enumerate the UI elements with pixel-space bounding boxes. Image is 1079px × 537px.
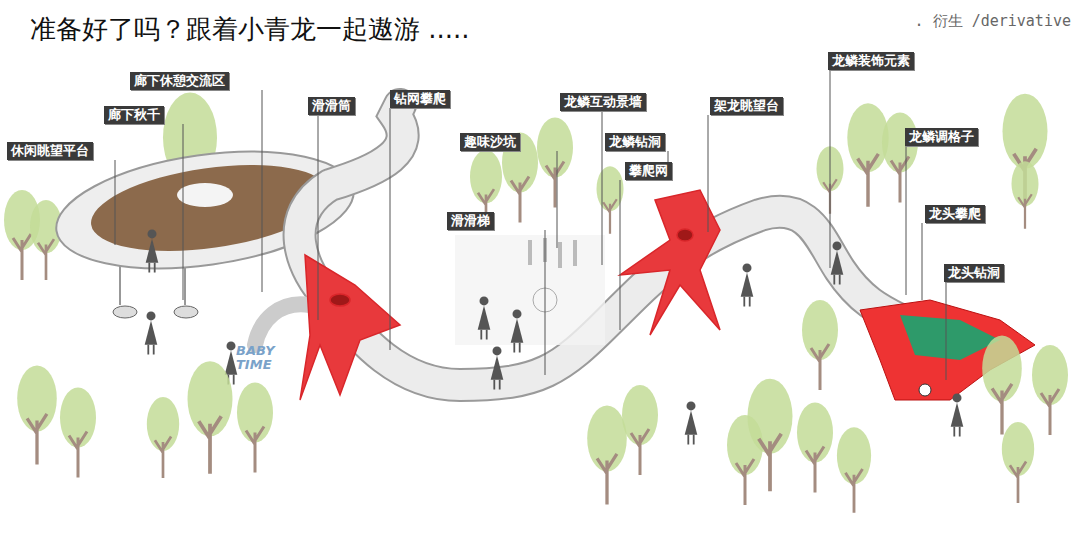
tree xyxy=(837,427,871,513)
tree xyxy=(237,383,273,473)
tree xyxy=(60,388,96,478)
tree xyxy=(30,200,62,280)
callout-label: 龙鳞钻洞 xyxy=(605,133,665,151)
callout-text: 龙鳞钻洞 xyxy=(609,134,661,149)
callout-label: 龙鳞装饰元素 xyxy=(828,52,914,70)
callout-text: 龙鳞互动景墙 xyxy=(564,94,642,109)
callout-text: 钻网攀爬 xyxy=(394,91,446,106)
tree xyxy=(597,166,624,234)
callout-label: 龙鳞互动景墙 xyxy=(560,93,646,111)
tree xyxy=(1032,345,1068,435)
callout-label: 廊下休憩交流区 xyxy=(130,72,229,90)
callout-text: 龙鳞调格子 xyxy=(909,129,974,144)
tree xyxy=(188,361,233,474)
tree xyxy=(882,113,918,203)
callout-label: 龙鳞调格子 xyxy=(905,128,978,146)
callout-label: 钻网攀爬 xyxy=(390,90,450,108)
leader-lines xyxy=(115,70,946,380)
callout-text: 休闲眺望平台 xyxy=(11,143,89,158)
callout-text: 龙鳞装饰元素 xyxy=(832,53,910,68)
tree xyxy=(802,300,838,390)
callout-text: 龙头攀爬 xyxy=(929,206,981,221)
tree xyxy=(587,406,627,505)
tree xyxy=(982,336,1022,435)
tree xyxy=(147,397,179,478)
watermark: . 衍生 /derivative xyxy=(915,12,1071,31)
tree xyxy=(1002,422,1034,503)
callout-label: 滑滑筒 xyxy=(308,97,355,115)
tree xyxy=(622,385,658,475)
callout-label: 龙头钻洞 xyxy=(944,264,1004,282)
callout-label: 趣味沙坑 xyxy=(460,133,520,151)
title: 准备好了吗？跟着小青龙一起遨游 ..... xyxy=(30,12,470,47)
callout-label: 休闲眺望平台 xyxy=(7,142,93,160)
tree xyxy=(17,366,57,465)
callout-label: 滑滑梯 xyxy=(447,212,494,230)
tree xyxy=(847,103,888,207)
callout-label: 攀爬网 xyxy=(625,162,672,180)
callout-label: 廊下秋千 xyxy=(104,106,164,124)
callout-text: 廊下休憩交流区 xyxy=(134,73,225,88)
callout-text: 龙头钻洞 xyxy=(948,265,1000,280)
callout-label: 架龙眺望台 xyxy=(710,97,783,115)
callout-text: 廊下秋千 xyxy=(108,107,160,122)
callout-text: 攀爬网 xyxy=(629,163,668,178)
tree xyxy=(748,379,793,492)
tree xyxy=(537,118,573,208)
tree xyxy=(797,403,833,493)
callout-label: 龙头攀爬 xyxy=(925,205,985,223)
callout-text: 滑滑梯 xyxy=(451,213,490,228)
callout-text: 架龙眺望台 xyxy=(714,98,779,113)
sandpit xyxy=(455,235,605,345)
slide-logo: BABY TIME xyxy=(236,344,288,372)
callout-text: 趣味沙坑 xyxy=(464,134,516,149)
climbing-net xyxy=(300,190,720,400)
tree xyxy=(1012,161,1039,229)
callout-text: 滑滑筒 xyxy=(312,98,351,113)
